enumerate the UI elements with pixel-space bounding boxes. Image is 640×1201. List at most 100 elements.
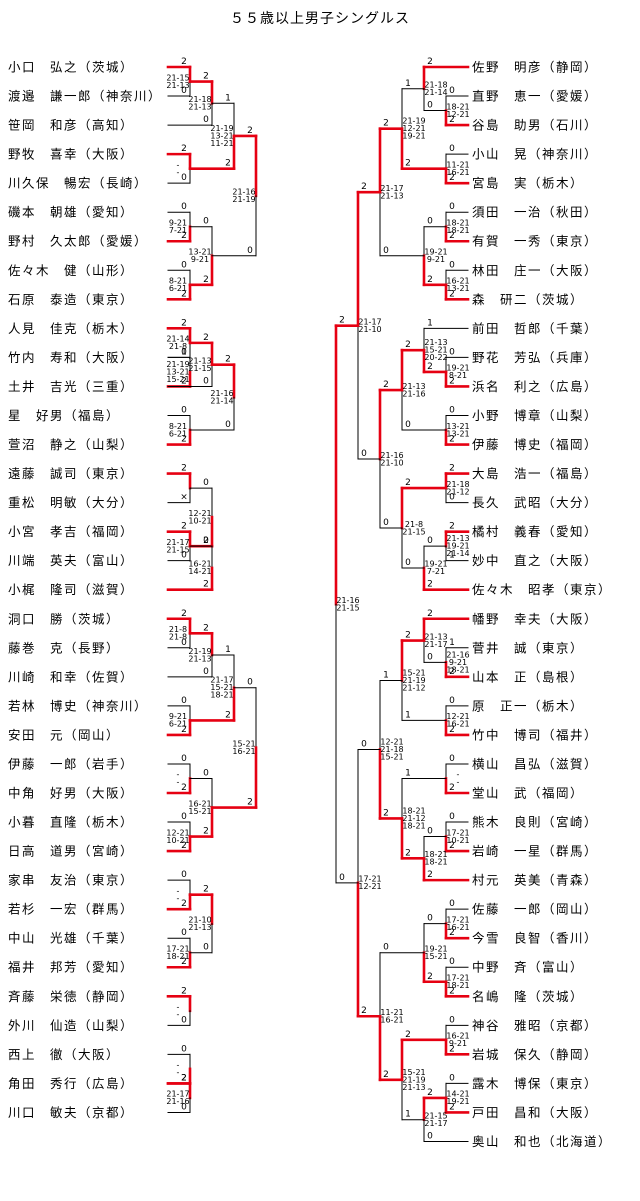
set-count: 1: [225, 645, 231, 655]
set-count: 0: [449, 405, 455, 415]
set-count: 2: [449, 928, 455, 938]
player-entry-right: 谷島 助男（石川）: [472, 118, 598, 133]
set-count: 0: [181, 870, 187, 880]
set-count: 2: [449, 376, 455, 386]
player-entry-left: 川端 英夫（富山）: [8, 553, 134, 568]
set-count: 0: [181, 1044, 187, 1054]
player-entry-right: 岩崎 一星（群馬）: [472, 844, 598, 859]
player-entry-left: 若杉 一宏（群馬）: [8, 902, 134, 917]
set-count: 0: [427, 101, 433, 111]
set-count: 2: [449, 231, 455, 241]
player-entry-left: 遠藤 誠司（東京）: [8, 466, 134, 481]
player-entry-right: 名嶋 隆（茨城）: [472, 989, 584, 1004]
set-count: 2: [405, 159, 411, 169]
set-count: 0: [203, 768, 209, 778]
player-entry-right: 原 正一（栃木）: [472, 698, 584, 713]
set-count: 0: [427, 217, 433, 227]
player-entry-right: 佐々木 昭孝（東京）: [472, 582, 612, 597]
player-entry-left: 人見 佳克（栃木）: [8, 321, 134, 336]
player-entry-right: 熊木 良則（宮崎）: [472, 815, 598, 830]
set-count: 1: [449, 551, 455, 561]
set-count: 2: [449, 522, 455, 532]
set-count: 0: [449, 86, 455, 96]
set-count: 2: [449, 783, 455, 793]
set-count: 1: [405, 768, 411, 778]
set-count: 1: [405, 79, 411, 89]
set-count: 2: [449, 986, 455, 996]
player-entry-left: 萱沼 静之（山梨）: [8, 437, 134, 452]
set-count: 2: [203, 333, 209, 343]
set-count: 0: [181, 173, 187, 183]
set-count: 0: [427, 914, 433, 924]
set-count: 0: [181, 260, 187, 270]
set-count: 2: [181, 144, 187, 154]
player-entry-left: 小口 弘之（茨城）: [8, 60, 134, 75]
player-entry-right: 橘村 義春（愛知）: [472, 524, 598, 539]
player-entry-left: 福井 邦芳（愛知）: [8, 960, 134, 975]
set-count: 2: [339, 316, 345, 326]
set-count: 2: [383, 808, 389, 818]
set-count: 2: [405, 478, 411, 488]
player-entry-left: 川久保 暢宏（長崎）: [8, 176, 148, 191]
player-entry-left: 外川 仙造（山梨）: [8, 1018, 134, 1033]
set-count: 2: [181, 435, 187, 445]
player-entry-left: 日高 道男（宮崎）: [8, 844, 134, 859]
set-count: 1: [405, 710, 411, 720]
set-count: 2: [203, 72, 209, 82]
set-count: 2: [427, 609, 433, 619]
set-count: 0: [449, 696, 455, 706]
set-count: 2: [181, 57, 187, 67]
player-entry-left: 重松 明敏（大分）: [8, 495, 134, 510]
set-count: 0: [181, 1102, 187, 1112]
player-entry-right: 有賀 一秀（東京）: [472, 234, 598, 249]
player-entry-right: 岩城 保久（静岡）: [472, 1047, 598, 1062]
set-count: 2: [181, 1073, 187, 1083]
set-count: 2: [427, 362, 433, 372]
set-count: 2: [405, 631, 411, 641]
player-entry-left: 竹内 寿和（大阪）: [8, 350, 134, 365]
player-entry-left: 若林 博史（神奈川）: [8, 698, 148, 713]
set-count: 2: [449, 173, 455, 183]
set-count: 2: [383, 1070, 389, 1080]
set-count: 0: [449, 899, 455, 909]
player-entry-right: 今雪 良智（香川）: [472, 931, 598, 946]
set-count: 0: [449, 202, 455, 212]
set-count: 0: [449, 260, 455, 270]
set-count: 0: [181, 405, 187, 415]
player-entry-left: 角田 秀行（広島）: [8, 1076, 134, 1091]
set-count: 0: [203, 536, 209, 546]
player-entry-left: 土井 吉光（三重）: [8, 379, 134, 394]
set-count: 2: [225, 355, 231, 365]
player-entry-left: 川口 敏夫（京都）: [8, 1105, 134, 1120]
player-entry-left: 中山 光雄（千葉）: [8, 931, 134, 946]
player-entry-right: 直野 恵一（愛媛）: [472, 89, 598, 104]
set-count: 2: [427, 275, 433, 285]
set-count: 2: [181, 986, 187, 996]
player-entry-left: 佐々木 健（山形）: [8, 263, 134, 278]
set-count: 2: [181, 289, 187, 299]
set-count: 2: [203, 623, 209, 633]
set-count: 2: [247, 798, 253, 808]
set-count: 0: [203, 115, 209, 125]
set-count: 2: [247, 126, 253, 136]
player-entry-left: 小宮 孝吉（福岡）: [8, 524, 134, 539]
set-count: 0: [181, 812, 187, 822]
set-count: 2: [203, 885, 209, 895]
